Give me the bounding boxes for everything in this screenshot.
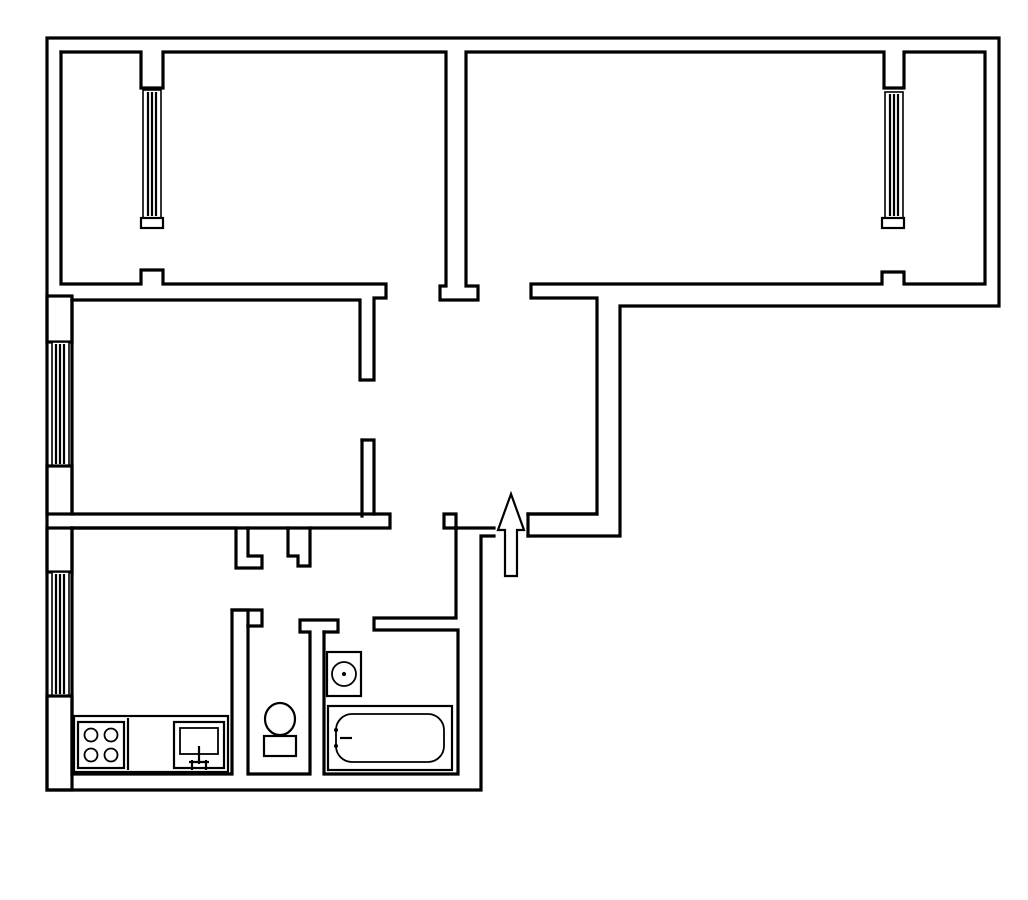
exterior-wall-inner-left — [59, 50, 388, 382]
bathtub-icon — [326, 704, 454, 772]
middle-left-room-walls — [70, 298, 392, 530]
toilet-room-walls — [230, 608, 340, 776]
washbasin-icon — [325, 650, 363, 698]
kitchen-counter — [72, 714, 230, 774]
exterior-wall-inner — [59, 50, 987, 516]
exterior-wall-outer — [45, 36, 1001, 792]
hallway-walls — [526, 512, 599, 538]
kitchen-sink-icon — [172, 720, 226, 770]
window-kitchen — [45, 526, 74, 792]
stove-icon — [76, 720, 126, 770]
exterior-walls — [45, 36, 1001, 792]
window-top-right — [880, 91, 906, 230]
toilet-icon — [262, 701, 298, 758]
entrance-arrow-icon — [496, 490, 526, 578]
bathroom-walls — [322, 512, 496, 776]
window-top-left — [139, 89, 165, 230]
window-middle-left — [45, 294, 74, 516]
